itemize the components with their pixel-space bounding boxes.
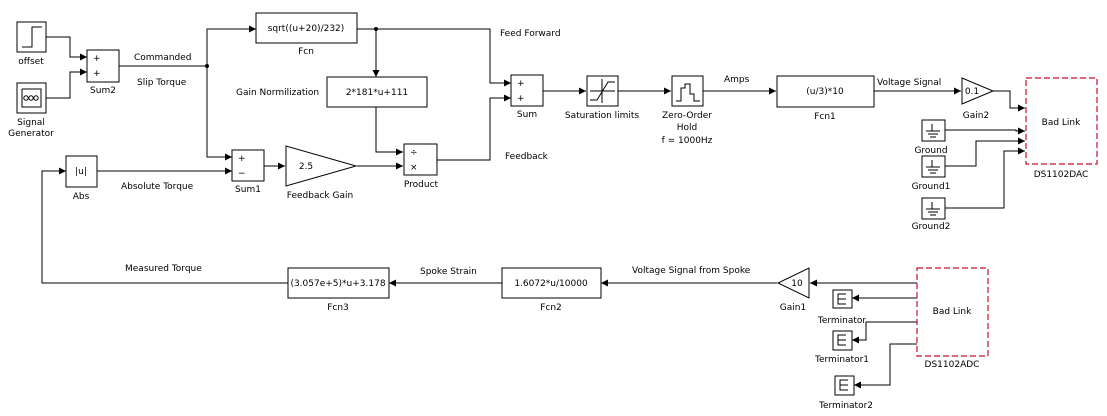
gain2-value: 0.1 (965, 87, 979, 97)
terminator1-label: Terminator1 (814, 355, 869, 365)
sum1-label: Sum1 (235, 185, 261, 195)
line-siggen-to-sum2[interactable] (46, 68, 87, 99)
terminator2-block[interactable]: Terminator2 (818, 375, 873, 411)
line-feedback[interactable] (437, 94, 511, 161)
ds1102adc-block[interactable]: Bad Link DS1102ADC (916, 267, 989, 370)
terminator-label: Terminator (817, 316, 867, 326)
terminator2-label: Terminator2 (818, 401, 873, 411)
ground1-label: Ground1 (912, 182, 951, 192)
abs-expression: |u| (75, 167, 87, 177)
feedback-label: Feedback (505, 152, 549, 162)
line-gain2-to-dac[interactable] (993, 90, 1025, 112)
sum1-minus: − (238, 169, 246, 179)
product-block[interactable]: ÷ × Product (403, 143, 439, 190)
sum1-block[interactable]: + − Sum1 (231, 149, 265, 195)
sum-block[interactable]: + + Sum (510, 74, 544, 120)
terminator1-block[interactable]: Terminator1 (814, 330, 869, 365)
gain2-label: Gain2 (963, 111, 989, 121)
adc-label: DS1102ADC (925, 360, 980, 370)
line-offset-to-sum2[interactable] (46, 36, 87, 61)
ground2-label: Ground2 (912, 222, 951, 232)
signal-lines (41, 25, 1025, 389)
line-adc-to-terminator1[interactable] (852, 321, 917, 344)
fcn3-expression: (3.057e+5)*u+3.178 (290, 279, 385, 289)
line-to-sum1[interactable] (206, 66, 232, 161)
absolute-torque-label: Absolute Torque (121, 182, 194, 192)
abs-block[interactable]: |u| Abs (65, 155, 98, 202)
amps-label: Amps (724, 75, 750, 85)
dac-bad-link-text: Bad Link (1042, 118, 1081, 128)
abs-label: Abs (73, 192, 90, 202)
line-measured-torque[interactable] (41, 167, 288, 284)
signal-generator-label-line2: Generator (8, 129, 54, 139)
signal-labels: Commanded Slip Torque Feed Forward Gain … (121, 29, 941, 277)
slip-torque-label: Slip Torque (137, 78, 187, 88)
sum-plus-1: + (517, 79, 525, 89)
spoke-strain-label: Spoke Strain (420, 267, 477, 277)
line-gainnorm-to-product[interactable] (375, 107, 403, 156)
ground-label: Ground (914, 146, 947, 156)
line-ground1-to-dac[interactable] (945, 137, 1025, 167)
signal-generator-label-line1: Signal (17, 118, 45, 128)
dac-label: DS1102DAC (1034, 170, 1089, 180)
commanded-label: Commanded (134, 53, 192, 63)
zoh-label-line3: f = 1000Hz (662, 136, 713, 146)
zoh-label-line1: Zero-Order (662, 111, 712, 121)
gain2-block[interactable]: 0.1 Gain2 (961, 77, 995, 121)
offset-label: offset (18, 57, 44, 67)
fcn-block[interactable]: sqrt((u+20)/232) Fcn (255, 12, 358, 57)
fcn2-label: Fcn2 (540, 303, 562, 313)
ds1102dac-block[interactable]: Bad Link DS1102DAC (1025, 77, 1098, 180)
gain-normilization-block[interactable]: 2*181*u+111 (326, 76, 428, 108)
gain-normilization-label: Gain Normilization (236, 88, 319, 98)
fcn-label: Fcn (298, 47, 314, 57)
sum2-block[interactable]: + + Sum2 (86, 49, 120, 96)
fcn1-expression: (u/3)*10 (806, 87, 844, 97)
saturation-block[interactable]: Saturation limits (565, 75, 640, 121)
saturation-label: Saturation limits (565, 111, 640, 121)
terminator-block[interactable]: Terminator (817, 289, 867, 326)
fcn2-block[interactable]: 1.6072*u/10000 Fcn2 (501, 267, 602, 313)
measured-torque-label: Measured Torque (125, 264, 202, 274)
feedback-gain-block[interactable]: 2.5 Feedback Gain (285, 145, 358, 201)
fcn1-label: Fcn1 (814, 112, 836, 122)
offset-block[interactable]: offset (16, 21, 47, 67)
fcn3-label: Fcn3 (327, 303, 349, 313)
product-divide: ÷ (410, 148, 418, 158)
line-to-fcn[interactable] (206, 25, 256, 66)
product-label: Product (404, 180, 439, 190)
gain1-block[interactable]: 10 Gain1 (776, 267, 810, 313)
fcn3-block[interactable]: (3.057e+5)*u+3.178 Fcn3 (287, 267, 390, 313)
feedback-gain-value: 2.5 (299, 162, 313, 172)
sum-plus-2: + (517, 94, 525, 104)
feedback-gain-label: Feedback Gain (287, 191, 353, 201)
zoh-label-line2: Hold (677, 123, 698, 133)
line-adc-to-terminator2[interactable] (854, 343, 917, 389)
ground1-block[interactable]: Ground1 (912, 155, 951, 192)
gain1-label: Gain1 (780, 303, 806, 313)
ground-block[interactable]: Ground (914, 119, 948, 156)
line-ground2-to-dac[interactable] (945, 147, 1025, 209)
voltage-signal-label: Voltage Signal (877, 78, 941, 88)
product-times: × (410, 163, 418, 173)
zero-order-hold-block[interactable]: Zero-Order Hold f = 1000Hz (662, 75, 713, 146)
adc-bad-link-text: Bad Link (933, 307, 972, 317)
feed-forward-label: Feed Forward (500, 29, 561, 39)
gain-normilization-expression: 2*181*u+111 (346, 88, 408, 98)
fcn2-expression: 1.6072*u/10000 (514, 279, 588, 289)
ground2-block[interactable]: Ground2 (912, 197, 951, 232)
line-ground-to-dac[interactable] (945, 127, 1025, 135)
fcn-expression: sqrt((u+20)/232) (268, 24, 345, 34)
sum-label: Sum (517, 110, 537, 120)
sum2-plus-2: + (93, 69, 101, 79)
sum1-plus: + (238, 154, 246, 164)
fcn1-block[interactable]: (u/3)*10 Fcn1 (776, 75, 875, 122)
gain1-value: 10 (791, 279, 803, 289)
signal-generator-block[interactable]: Signal Generator (8, 82, 54, 139)
sum2-label: Sum2 (90, 86, 116, 96)
sum2-plus-1: + (93, 54, 101, 64)
line-feed-forward[interactable] (376, 28, 511, 87)
voltage-from-spoke-label: Voltage Signal from Spoke (632, 266, 751, 276)
